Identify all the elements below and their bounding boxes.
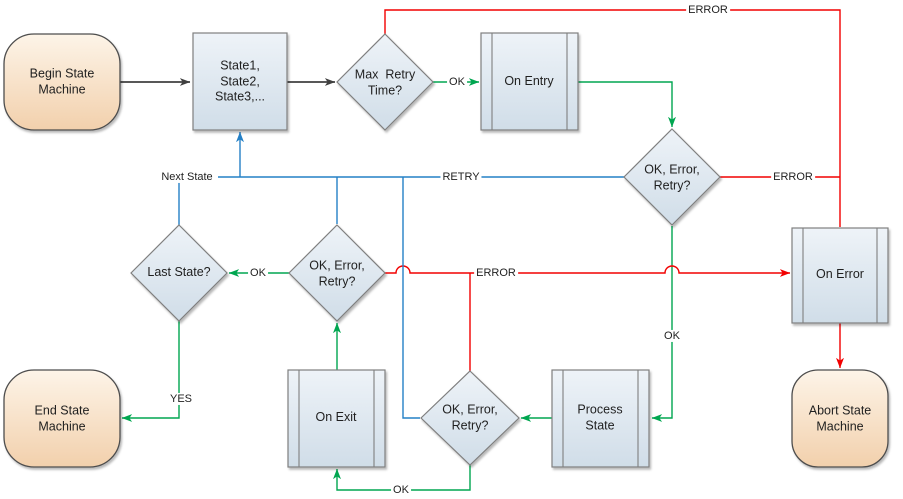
edge-yes-laststate-to-end: [121, 321, 180, 422]
decision-mid-diamond: [288, 224, 386, 322]
edge-ok-decision-bottom-to-onexit: [333, 465, 471, 491]
max-retry-decision: [336, 33, 434, 131]
edge-ok-decision-top-to-process: [651, 226, 673, 422]
edge-error-maxretry-to-onerror-top: [384, 9, 841, 227]
edge-bus-to-decision-bottom: [402, 177, 420, 419]
end-terminator: [3, 369, 121, 468]
abort-terminator: [791, 369, 889, 468]
edge-layer: [120, 9, 844, 491]
decision-bottom-diamond: [420, 370, 520, 466]
shape-layer: [3, 32, 889, 468]
begin-terminator: [3, 33, 121, 131]
on-exit-subprocess: [287, 369, 386, 468]
decision-top-diamond: [623, 128, 721, 226]
edge-error-decision-mid-to-onerror: [385, 265, 791, 277]
states-process-box: [192, 32, 288, 131]
on-entry-subprocess: [480, 32, 579, 131]
process-state-subprocess: [551, 369, 650, 468]
on-error-subprocess: [791, 227, 889, 324]
edge-onentry-to-decision-top: [578, 81, 676, 128]
last-state-decision: [130, 224, 228, 322]
